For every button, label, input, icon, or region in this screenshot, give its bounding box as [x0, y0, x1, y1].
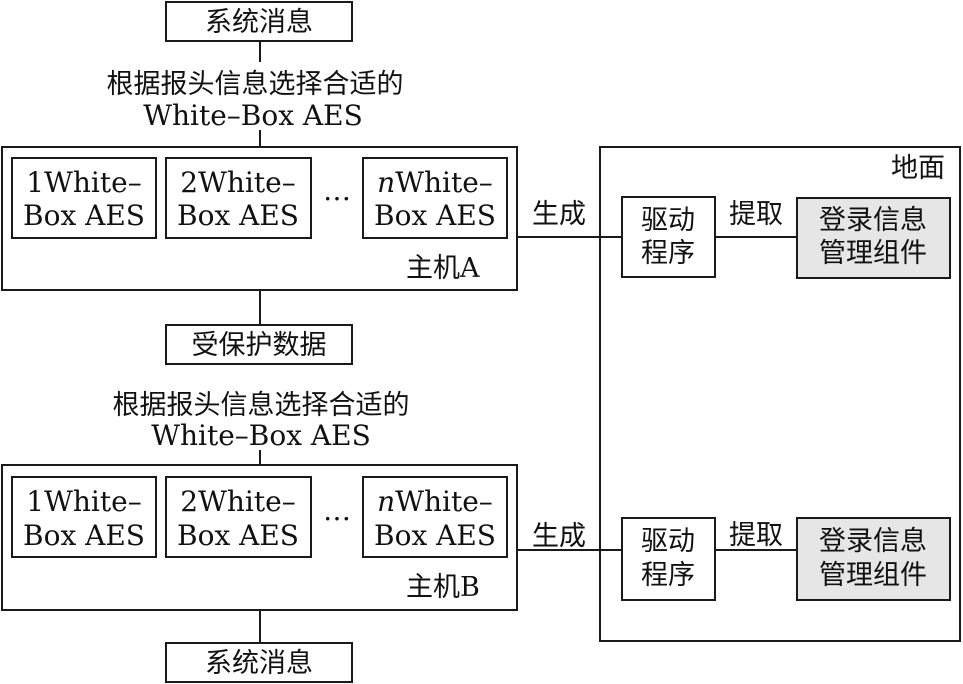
driver-a-line1: 驱动: [641, 205, 695, 236]
host-a-module-2-line1: 2White–: [180, 166, 295, 199]
host-a-module-1: [11, 157, 157, 239]
component-b-line2: 管理组件: [819, 560, 927, 591]
host-b-box: [1, 464, 518, 611]
host-b-module-1-line2: Box AES: [23, 519, 145, 552]
host-a-caption-line1: 根据报头信息选择合适的: [107, 69, 404, 100]
ground-box: [599, 146, 961, 642]
host-a-module-1-line1: 1White–: [26, 166, 141, 199]
driver-b-line2: 程序: [641, 560, 695, 591]
host-b-module-2-line2: Box AES: [177, 519, 299, 552]
host-a-module-n-line1: nWhite–: [377, 166, 493, 199]
component-box-a: [796, 197, 951, 279]
host-b-module-1-line1: 1White–: [26, 485, 141, 518]
host-b-ellipsis: …: [323, 494, 351, 527]
component-b-line1: 登录信息: [819, 526, 927, 557]
extract-a-label: 提取: [729, 199, 783, 230]
host-b-generate-label: 生成: [532, 521, 586, 552]
component-a-line2: 管理组件: [819, 238, 927, 269]
driver-box-a: [621, 196, 716, 278]
driver-a-line2: 程序: [641, 238, 695, 269]
extract-b-label: 提取: [729, 520, 783, 551]
host-a-caption-line2: White–Box AES: [143, 99, 363, 132]
host-a-box: [1, 146, 518, 291]
host-b-module-1: [11, 476, 157, 558]
host-b-module-n-line2: Box AES: [374, 519, 496, 552]
host-b-caption-line2: White–Box AES: [151, 419, 371, 452]
protected-data-box: [165, 324, 353, 365]
top-message-text: 系统消息: [205, 7, 313, 38]
driver-b-line1: 驱动: [641, 526, 695, 557]
driver-box-b: [621, 517, 716, 601]
protected-data-text: 受保护数据: [192, 330, 327, 361]
host-a-module-1-line2: Box AES: [23, 199, 145, 232]
host-a-generate-label: 生成: [532, 199, 586, 230]
top-message-box: [165, 1, 353, 42]
bottom-message-box: [165, 642, 353, 683]
host-b-module-2-line1: 2White–: [180, 485, 295, 518]
host-a-module-2-line2: Box AES: [177, 199, 299, 232]
ground-title: 地面: [891, 153, 945, 184]
host-b-module-2: [165, 476, 312, 558]
host-a-label: 主机A: [406, 253, 480, 284]
component-a-line1: 登录信息: [819, 205, 927, 236]
host-a-module-n: [362, 157, 508, 239]
host-b-label: 主机B: [406, 572, 480, 603]
host-a-ellipsis: …: [323, 174, 351, 207]
component-box-b: [796, 517, 951, 601]
host-b-module-n: [362, 476, 508, 558]
bottom-message-text: 系统消息: [205, 648, 313, 679]
host-b-module-n-line1: nWhite–: [377, 485, 493, 518]
host-b-caption-line1: 根据报头信息选择合适的: [113, 390, 410, 421]
host-a-module-n-line2: Box AES: [374, 199, 496, 232]
host-a-module-2: [165, 157, 312, 239]
